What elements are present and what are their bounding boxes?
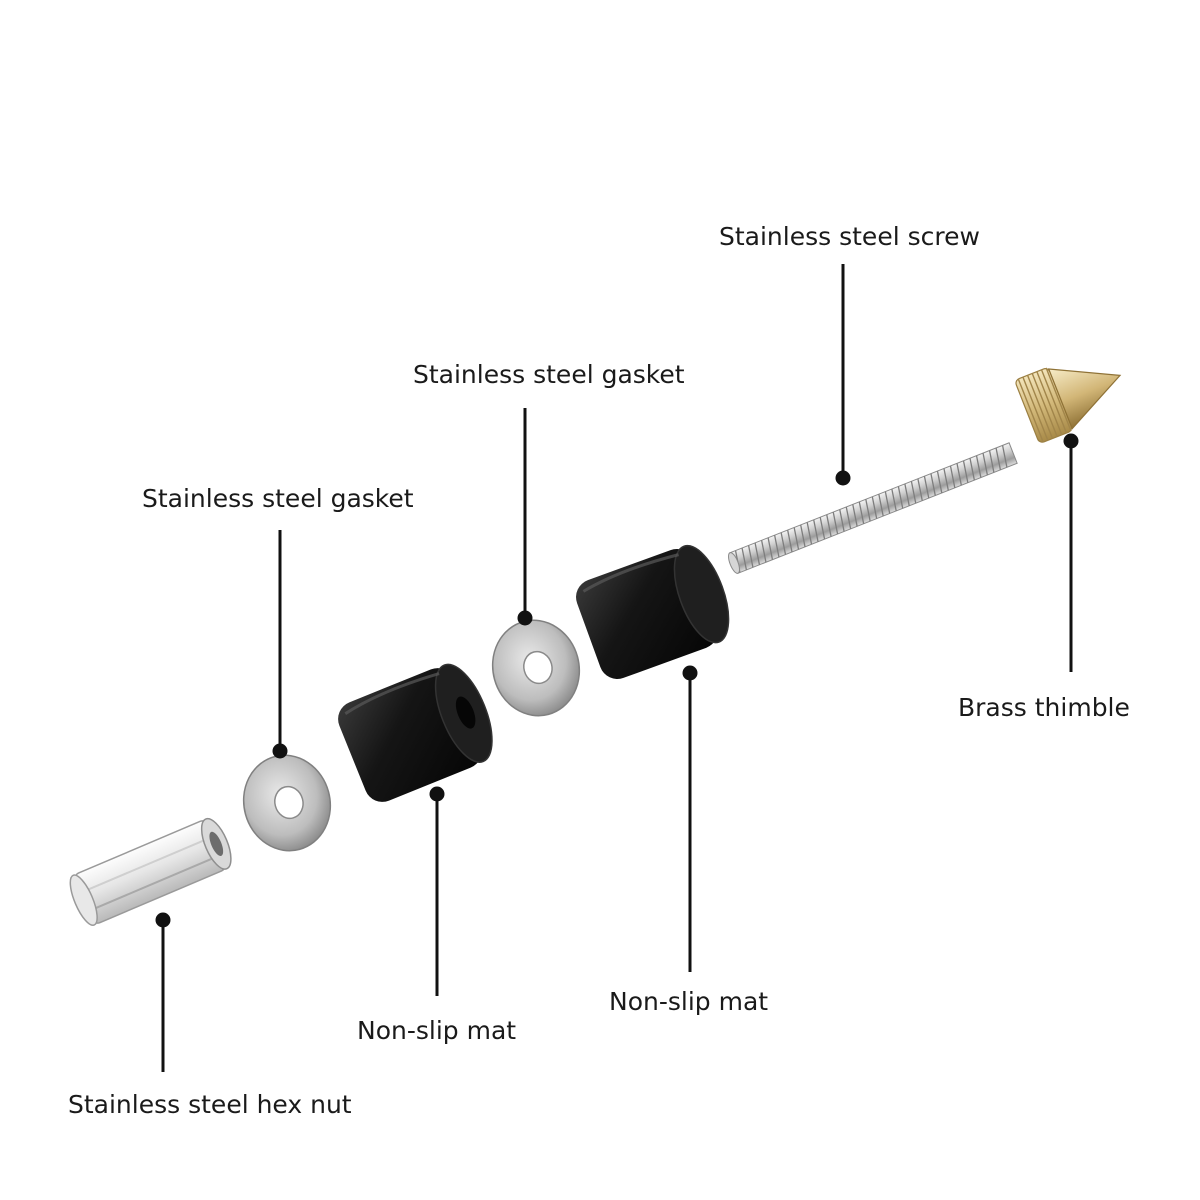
leader-mat-upper — [682, 665, 698, 972]
lower-washer-part — [242, 754, 332, 852]
leader-gasket-lower — [272, 530, 288, 759]
lower-mat-part — [338, 663, 493, 802]
label-brass-thimble: Brass thimble — [958, 693, 1130, 722]
leader-gasket-upper — [517, 408, 533, 626]
label-non-slip-mat-lower: Non-slip mat — [357, 1016, 517, 1045]
screw-part — [728, 442, 1018, 574]
hex-nut-part — [69, 817, 232, 926]
label-gasket-lower: Stainless steel gasket — [142, 484, 414, 513]
brass-thimble-part — [1015, 367, 1122, 443]
label-stainless-steel-screw: Stainless steel screw — [719, 222, 980, 251]
leader-mat-lower — [429, 786, 445, 996]
label-gasket-upper: Stainless steel gasket — [413, 360, 685, 389]
leader-hex-nut — [155, 912, 171, 1072]
label-non-slip-mat-upper: Non-slip mat — [609, 987, 769, 1016]
upper-mat-part — [576, 544, 730, 679]
upper-washer-part — [491, 619, 581, 717]
label-hex-nut: Stainless steel hex nut — [68, 1090, 352, 1119]
leader-thimble — [1063, 433, 1079, 672]
leader-screw — [835, 264, 851, 486]
